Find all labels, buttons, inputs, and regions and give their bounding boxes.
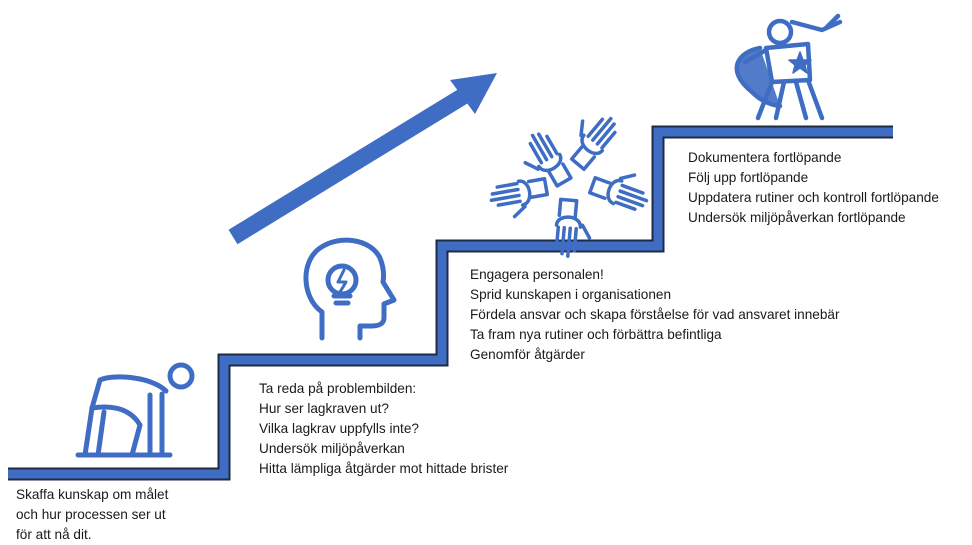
staircase: [8, 125, 893, 481]
step-2-line: Vilka lagkrav uppfylls inte?: [259, 421, 419, 436]
step-4-line: Uppdatera rutiner och kontroll fortlöpan…: [688, 190, 939, 205]
step-1-line: och hur processen ser ut: [16, 507, 166, 522]
step-3-line: Sprid kunskapen i organisationen: [470, 287, 672, 302]
step-3-line: Fördela ansvar och skapa förståelse för …: [470, 307, 840, 322]
step-4-text: Dokumentera fortlöpande Följ upp fortlöp…: [688, 148, 939, 228]
head-lightbulb-icon: [303, 237, 397, 341]
step-1-text: Skaffa kunskap om målet och hur processe…: [16, 485, 168, 545]
step-4-line: Undersök miljöpåverkan fortlöpande: [688, 210, 906, 225]
step-2-line: Undersök miljöpåverkan: [259, 441, 405, 456]
step-3-text: Engagera personalen! Sprid kunskapen i o…: [470, 265, 840, 365]
up-right-arrow-icon: [228, 73, 497, 245]
crouching-runner-icon: [75, 362, 195, 458]
step-4-line: Följ upp fortlöpande: [688, 170, 809, 185]
step-2-line: Ta reda på problembilden:: [259, 381, 417, 396]
step-2-line: Hur ser lagkraven ut?: [259, 401, 389, 416]
step-3-line: Engagera personalen!: [470, 267, 604, 282]
step-3-line: Ta fram nya rutiner och förbättra befint…: [470, 327, 722, 342]
superhero-icon: [734, 13, 843, 121]
step-4-line: Dokumentera fortlöpande: [688, 150, 842, 165]
step-1-line: Skaffa kunskap om målet: [16, 487, 169, 502]
step-2-text: Ta reda på problembilden: Hur ser lagkra…: [259, 379, 508, 479]
step-2-line: Hitta lämpliga åtgärder mot hittade bris…: [259, 461, 509, 476]
hands-together-icon: [489, 116, 649, 258]
step-1-line: för att nå dit.: [16, 527, 92, 542]
step-3-line: Genomför åtgärder: [470, 347, 585, 362]
